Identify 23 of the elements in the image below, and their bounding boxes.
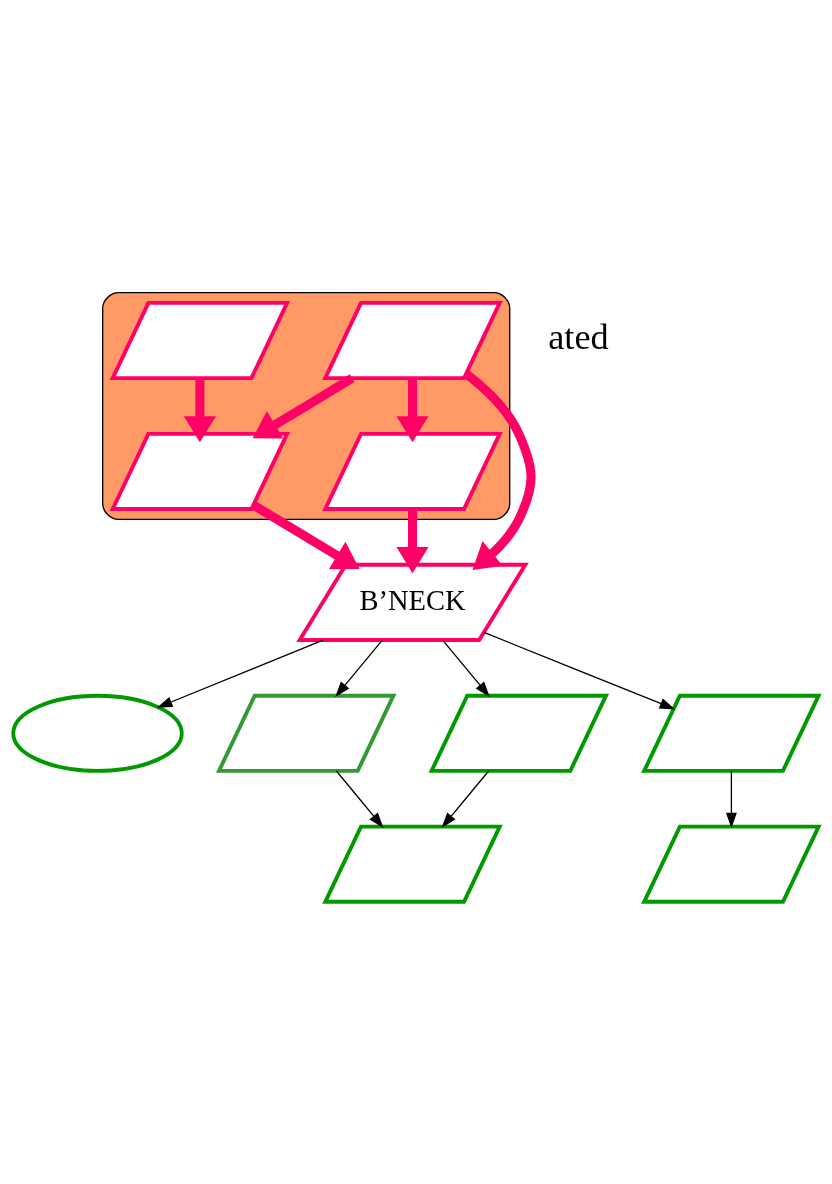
node-parallelogram [428, 693, 610, 773]
node-parallelogram [322, 431, 503, 511]
cluster [102, 291, 511, 521]
arrow [335, 639, 383, 697]
arrow [156, 639, 324, 708]
arrow [396, 378, 429, 443]
arrow [441, 770, 490, 828]
node-parallelogram [215, 693, 397, 773]
node-parallelogram [322, 301, 503, 381]
arrow [252, 374, 355, 439]
arrow [483, 631, 676, 710]
node-parallelogram [109, 301, 291, 381]
node-parallelogram [109, 431, 291, 511]
arrow [463, 370, 536, 571]
label: ated [548, 317, 609, 358]
node-parallelogram [641, 693, 822, 773]
arrow [396, 509, 429, 574]
arrow [335, 770, 384, 828]
arrow [442, 639, 490, 697]
node-parallelogram [641, 824, 822, 904]
arrow [183, 378, 216, 443]
node-parallelogram [322, 824, 503, 904]
arrow [725, 770, 737, 829]
